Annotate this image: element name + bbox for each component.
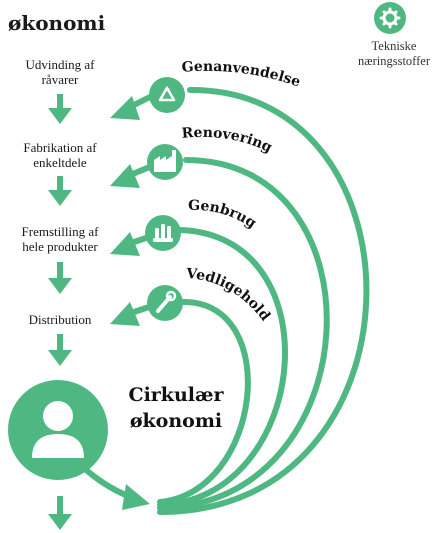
step-2-line1: Fabrikation af [23,140,97,155]
arc-vedligehold [157,299,251,505]
loop-label-genanvendelse: Genanvendelse [181,59,302,91]
loop-arcs [157,86,370,515]
arc-renovering [157,157,330,511]
loop-arrows [110,93,155,326]
legend-label-line1: Tekniske [372,39,417,53]
step-3-line1: Fremstilling af [22,224,100,239]
step-1-line2: råvarer [42,72,79,87]
person-to-loop-arrow [81,465,150,510]
step-2-line2: enkeltdele [33,155,87,170]
legend: Tekniske næringsstoffer [358,2,431,68]
legend-label-line2: næringsstoffer [358,54,431,68]
loop-label-renovering: Renovering [181,125,275,156]
center-label-line1: Cirkulær [128,384,224,406]
person-icon [8,380,108,480]
recycle-icon [149,77,185,113]
hands-icon [145,215,181,251]
factory-icon [147,144,183,180]
arc-genanvendelse [157,86,370,515]
page-title: økonomi [8,11,106,35]
step-1-line1: Udvinding af [26,57,96,72]
center-label-line2: økonomi [130,410,222,432]
wrench-icon [147,285,183,321]
step-4-line1: Distribution [29,312,92,327]
loop-label-genbrug: Genbrug [188,198,259,232]
step-3-line2: hele produkter [22,239,98,254]
arc-genbrug [157,227,288,508]
down-arrows [48,94,72,530]
gear-icon [374,2,406,34]
